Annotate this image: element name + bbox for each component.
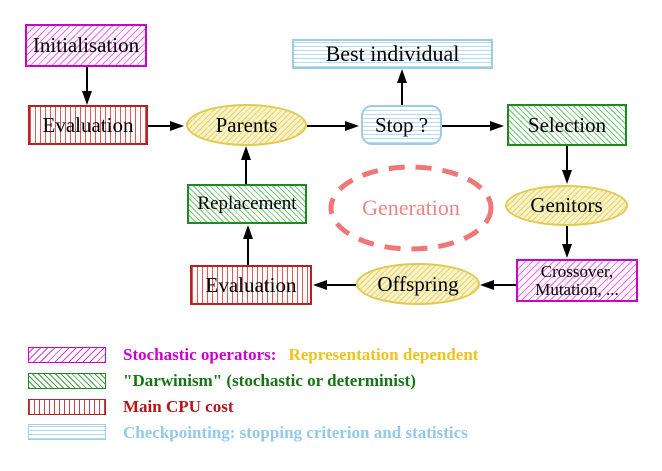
node-selection: Selection [507,104,627,146]
legend-item-main-cpu-cost: Main CPU cost [123,397,234,416]
node-generation-label: Generation [362,195,460,220]
arrow-stop-to-selection-line [442,125,491,127]
arrow-evaluation-to-replacement-head [243,225,253,239]
legend-item-stochastic-operators: Stochastic operators: Representation depe… [123,345,478,365]
legend-swatch-main-cpu-cost [28,399,106,415]
arrow-offspring-to-evaluation-line [326,284,356,286]
node-offspring: Offspring [356,263,480,305]
arrow-stop-to-best-line [401,82,403,105]
node-evaluation-top-label: Evaluation [42,112,134,137]
node-evaluation-bottom: Evaluation [190,265,312,305]
node-parents-label: Parents [215,112,278,137]
node-selection-label: Selection [527,112,607,137]
node-crossover-line2: Mutation, ... [535,279,619,299]
legend-item-checkpointing: Checkpointing: stopping criterion and st… [123,423,468,442]
node-genitors: Genitors [505,185,628,226]
legend-swatch-checkpointing [28,424,106,440]
legend-label-stochastic-operators: Stochastic operators: [123,345,277,364]
arrow-crossover-to-offspring-head [480,280,494,290]
node-evaluation-bottom-label: Evaluation [205,272,297,297]
legend-item-darwinism: "Darwinism" (stochastic or determinist) [123,371,416,390]
node-best-individual-label: Best individual [325,41,460,67]
arrow-evaluation-to-parents-head [170,121,184,131]
legend-swatch-stochastic-operators [28,347,106,363]
arrow-genitors-to-crossover-head [562,244,572,258]
arrow-replacement-to-parents-line [245,159,247,184]
node-best-individual: Best individual [292,39,493,69]
generation-dashed-ellipse [328,164,494,252]
node-evaluation-top: Evaluation [28,105,148,145]
node-replacement-label: Replacement [197,193,297,215]
node-parents: Parents [186,104,307,146]
arrow-genitors-to-crossover-line [566,226,568,245]
arrow-init-to-evaluation-line [86,67,88,92]
legend-swatch-darwinism [28,373,106,389]
node-genitors-label: Genitors [530,193,603,218]
arrow-parents-to-stop-head [345,121,359,131]
arrow-crossover-to-offspring-line [493,284,516,286]
node-crossover-mutation: Crossover, Mutation, ... [516,259,638,302]
node-stop: Stop ? [361,105,442,145]
legend-label-representation-dependent: Representation dependent [288,345,479,364]
node-stop-label: Stop ? [374,112,429,137]
arrow-selection-to-genitors-line [566,146,568,171]
node-offspring-label: Offspring [377,271,459,296]
node-generation: Generation [327,163,495,253]
node-initialisation: Initialisation [25,24,147,67]
arrow-stop-to-best-head [397,69,407,83]
node-initialisation-label: Initialisation [32,33,140,58]
arrow-evaluation-to-replacement-line [247,238,249,265]
arrow-selection-to-genitors-head [562,170,572,184]
arrow-offspring-to-evaluation-head [313,280,327,290]
arrow-replacement-to-parents-head [241,146,251,160]
node-replacement: Replacement [187,184,307,224]
arrow-evaluation-to-parents-line [148,125,171,127]
arrow-parents-to-stop-line [307,125,346,127]
arrow-stop-to-selection-head [490,121,504,131]
arrow-init-to-evaluation-head [82,91,92,105]
node-crossover-line1: Crossover, [540,261,614,281]
